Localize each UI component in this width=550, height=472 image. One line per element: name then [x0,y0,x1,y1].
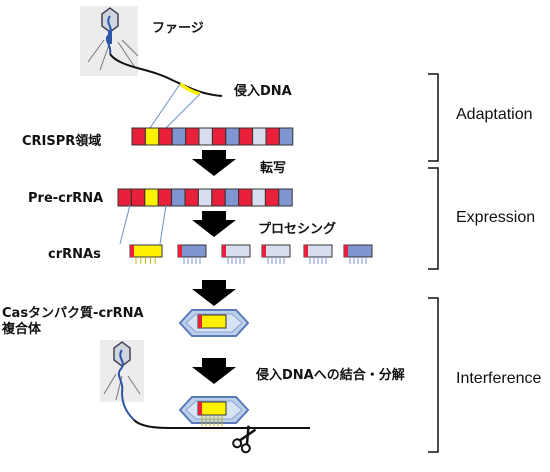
crispr-segment [265,127,280,146]
pre-crrna-segment [171,188,186,207]
crispr-segment [158,127,173,146]
crrna-unit [261,244,291,264]
phage-icon [80,6,139,76]
pre-crrna-label: Pre-crRNA [28,191,104,206]
bracket-adaptation [428,73,439,162]
phage-label: ファージ [152,21,204,36]
crrna-spacer [221,244,251,258]
phase-adaptation: Adaptation [456,106,533,123]
phase-interference: Interference [456,370,542,387]
crrnas-label: crRNAs [48,247,101,262]
pre-crrna-array [117,188,293,207]
cas-complex-label-line1: Casタンパク質-crRNA [2,306,144,321]
pre-crrna-segment [278,188,293,207]
processing-label: プロセシング [258,222,337,237]
crispr-array [131,127,294,146]
crispr-segment [225,127,240,146]
crrna-spacer [261,244,291,258]
crrna-unit [129,244,163,264]
pre-crrna-segment [238,188,253,207]
scissors-icon [232,425,257,454]
crrna-unit [177,244,207,264]
crrna-spacer [177,244,207,258]
cas-complex-label-line2: 複合体 [2,322,42,337]
cas-crrna-complex [178,309,250,337]
bracket-interference [428,297,439,453]
crrna-repeat-handle [130,245,134,257]
crrna-repeat-handle [178,245,182,257]
crispr-segment [211,127,227,146]
transcription-label: 転写 [260,161,287,176]
arrow-assembly [192,280,236,306]
crispr-segment [144,127,160,146]
crispr-segment [185,127,200,146]
crrna-unit [303,244,333,264]
cas-complex-bound [178,396,250,426]
pre-crrna-segment [144,188,159,207]
crrna-repeat-handle [222,245,226,257]
crrna-repeat-handle [304,245,308,257]
pre-crrna-segment [117,188,132,207]
crrna-repeat-handle [344,245,348,257]
pre-crrna-segment [211,188,226,207]
crispr-locus-label: CRISPR領域 [22,134,102,149]
invading-dna-label: 侵入DNA [234,84,292,99]
crrna-repeat-handle [262,245,266,257]
crrna-spacer [129,244,163,258]
target-dna-line [133,419,310,429]
arrow-transcription [192,150,236,176]
pre-crrna-segment [224,188,240,207]
crispr-segment [252,127,267,146]
crispr-segment [131,127,146,146]
phage-icon-bottom [100,340,144,421]
binding-cleavage-label: 侵入DNAへの結合・分解 [256,368,405,383]
arrow-processing [192,211,236,237]
pre-crrna-segment [184,188,199,207]
pre-crrna-segment [251,188,266,207]
crispr-segment [278,127,294,146]
protospacer-segment [179,82,201,96]
pre-crrna-segment [264,188,280,207]
crispr-segment [171,127,187,146]
invading-dna-line [109,53,223,97]
pre-crrna-segment [157,188,173,207]
crrna-units [129,244,373,264]
crrna-unit [221,244,251,264]
bracket-expression [428,167,439,270]
crrna-spacer [343,244,373,258]
crispr-segment [198,127,213,146]
crispr-segment [238,127,254,146]
crrna-unit [343,244,373,264]
arrow-interference [192,358,236,384]
pre-crrna-segment [130,188,146,207]
pre-crrna-segment [197,188,213,207]
phase-expression: Expression [456,209,536,226]
crrna-spacer [303,244,333,258]
